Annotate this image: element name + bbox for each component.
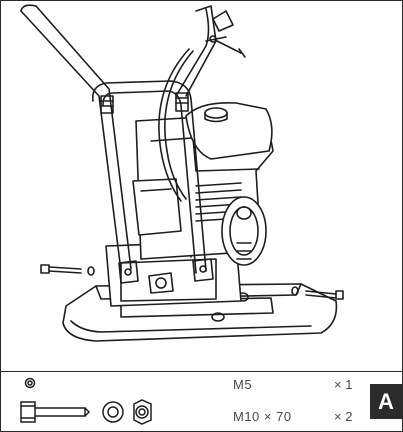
part-label-m10: M10 × 70 (233, 409, 292, 424)
step-badge: A (370, 384, 402, 419)
washer-icon (102, 401, 124, 423)
divider-line (1, 371, 402, 372)
m10-bolt-icon (20, 401, 91, 423)
m5-nut-icon (24, 377, 36, 389)
part-quantity-m5: × 1 (334, 377, 353, 392)
part-label-m5: M5 (233, 377, 253, 392)
part-quantity-m10: × 2 (334, 409, 353, 424)
parts-icons (20, 377, 152, 425)
lock-nut-icon (133, 399, 152, 425)
plate-compactor-illustration (20, 4, 344, 342)
parts-list: M5 × 1 M10 × 70 × 2 A (1, 372, 402, 431)
